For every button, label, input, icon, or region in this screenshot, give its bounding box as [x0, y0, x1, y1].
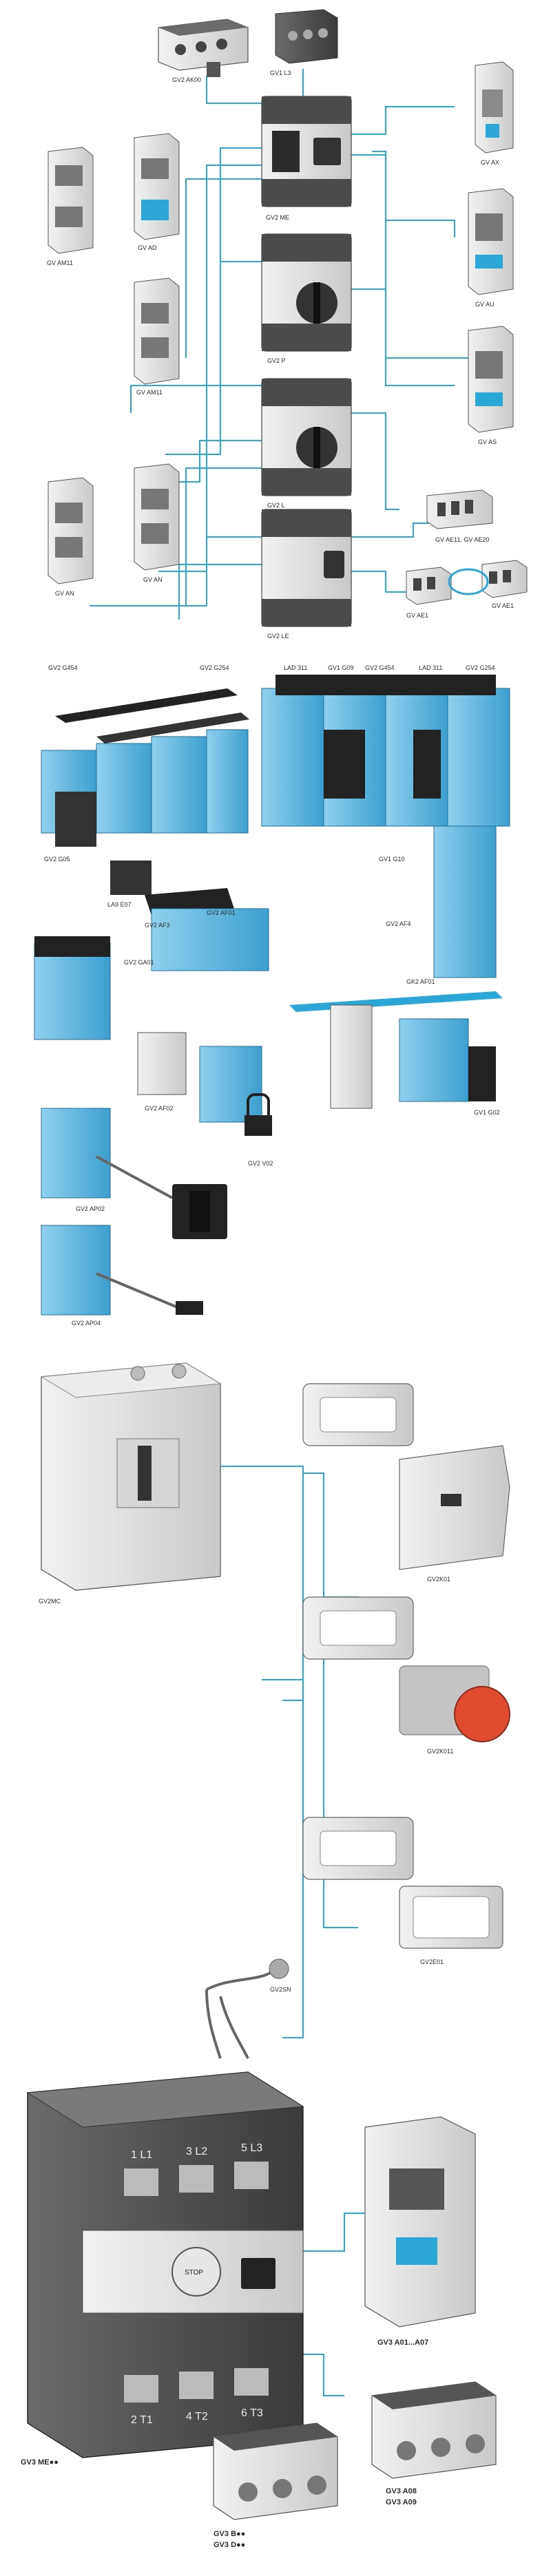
label-gv-ae1-a: GV AE1: [406, 612, 429, 619]
gv-am11-b-contact: [134, 277, 180, 385]
label-gv-ax: GV AX: [481, 159, 500, 166]
label-lad-311-b: LAD 311: [419, 664, 443, 671]
label-gv2-af02: GV2 AF02: [145, 1105, 174, 1112]
label-gv2-p: GV2 P: [267, 357, 286, 364]
gv2-le-breaker: [261, 509, 352, 627]
connection-lines-section-1: [90, 69, 468, 620]
gv3-mark-t3: 6 T3: [241, 2407, 263, 2419]
label-gv3-a08: GV3 A08: [386, 2487, 417, 2495]
label-gv-au: GV AU: [475, 301, 495, 308]
gv3-mark-t1: 2 T1: [131, 2414, 153, 2426]
label-gv2sn: GV2SN: [270, 1986, 291, 1993]
gv3-mark-stop: STOP: [185, 2269, 203, 2277]
label-gv2-af3: GV2 AF3: [145, 922, 170, 929]
gv-an-b-contact: [134, 463, 180, 571]
label-gv2-me: GV2 ME: [266, 214, 290, 221]
label-gv2-af4: GV2 AF4: [386, 920, 411, 927]
gv2-p-breaker: [261, 233, 352, 352]
busbar-section: [34, 675, 510, 1316]
label-gv2-g254-b: GV2 G254: [466, 664, 495, 671]
gv2-me-breaker: [261, 96, 352, 207]
label-gv1-g10: GV1 G10: [379, 856, 405, 863]
label-la9-e07: LA9 E07: [107, 901, 132, 908]
label-gv2-g454-b: GV2 G454: [365, 664, 395, 671]
gv3-mark-l2: 3 L2: [186, 2146, 207, 2157]
enclosure-section: [40, 1362, 510, 2059]
label-gv2e01: GV2E01: [420, 1959, 444, 1965]
label-gv2-ap02: GV2 AP02: [76, 1205, 105, 1212]
label-gv3-d: GV3 D●●: [214, 2541, 246, 2549]
label-gv2k011: GV2K011: [427, 1748, 454, 1755]
gv-ax-contact: [475, 61, 514, 154]
label-gv2-ga01: GV2 GA01: [124, 959, 154, 966]
label-gv3-a01: GV3 A01...A07: [377, 2339, 429, 2347]
gv-ad-contact: [134, 133, 180, 240]
gv-as-contact: [468, 326, 514, 433]
label-gv-an-b: GV AN: [143, 576, 163, 583]
label-gv3-b: GV3 B●●: [214, 2530, 246, 2538]
label-gv-am11-a: GV AM11: [47, 260, 73, 266]
gv-ae11-contact: [426, 489, 493, 529]
label-gv1-g02: GV1 G02: [474, 1109, 500, 1116]
label-gv2-v02: GV2 V02: [248, 1160, 273, 1167]
label-gv2-g254-a: GV2 G254: [200, 664, 229, 671]
gv-ae1-b-contact: [481, 560, 528, 598]
gv3-mark-l1: 1 L1: [131, 2149, 152, 2161]
label-gv-ad: GV AD: [138, 244, 157, 251]
label-gv2-ap04: GV2 AP04: [72, 1320, 101, 1327]
gv-an-a-contact: [48, 477, 94, 584]
label-gv3-a09: GV3 A09: [386, 2498, 417, 2506]
label-gv-ae11: GV AE11, GV AE20: [435, 536, 490, 543]
label-gv2mc: GV2MC: [39, 1598, 61, 1605]
gv-am11-a-contact: [48, 147, 94, 254]
label-gv1-l3: GV1 L3: [270, 70, 291, 76]
gv-ae1-a-contact: [406, 567, 452, 605]
label-gv2-ak00: GV2 AK00: [172, 76, 202, 83]
label-gk2-af01: GK2 AF01: [406, 978, 435, 985]
label-gv-as: GV AS: [478, 439, 497, 445]
gv3-section: [26, 2071, 497, 2520]
label-gv-an-a: GV AN: [55, 590, 74, 597]
label-lad-311-a: LAD 311: [284, 664, 308, 671]
label-gv2-l: GV2 L: [267, 502, 285, 509]
gv3-mark-l3: 5 L3: [241, 2142, 262, 2154]
label-gv2-g454-a: GV2 G454: [48, 664, 78, 671]
label-gv2-g05: GV2 G05: [44, 856, 70, 863]
gv-ae1-swap-arrow: [448, 568, 489, 595]
label-gv-ae1-b: GV AE1: [492, 602, 514, 609]
gv-au-contact: [468, 188, 514, 295]
label-gv2-af01: GV2 AF01: [207, 909, 236, 916]
gv1-l3-block: [275, 9, 338, 64]
gv2-ak00-block: [158, 19, 249, 77]
gv3-mark-t2: 4 T2: [186, 2411, 208, 2422]
label-gv1-g09: GV1 G09: [328, 664, 354, 671]
label-gv2k01: GV2K01: [427, 1576, 451, 1583]
label-gv-am11-b: GV AM11: [136, 389, 163, 396]
label-gv2-le: GV2 LE: [267, 633, 289, 640]
gv2-l-breaker: [261, 378, 352, 496]
label-gv3-me: GV3 ME●●: [21, 2458, 59, 2467]
